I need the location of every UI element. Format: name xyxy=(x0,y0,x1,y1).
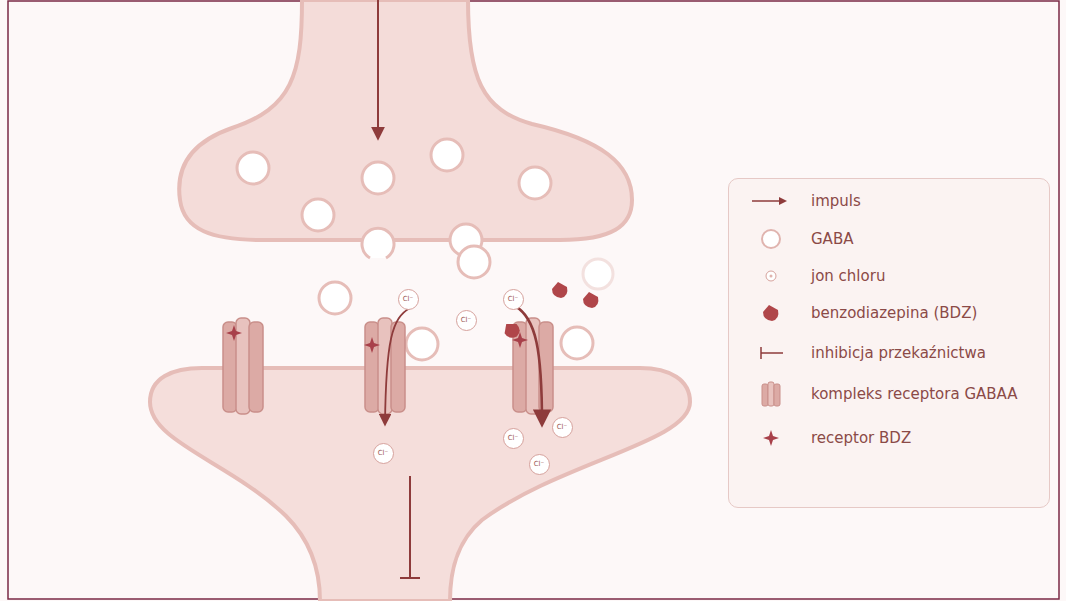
legend-row: receptor BDZ xyxy=(747,423,911,453)
legend-row: inhibicja przekaźnictwa xyxy=(747,338,986,368)
ion-symbol: Cl⁻ xyxy=(378,450,389,457)
chloride-ion: Cl⁻ xyxy=(552,417,573,438)
ion-symbol: Cl⁻ xyxy=(461,317,472,324)
legend-text: inhibicja przekaźnictwa xyxy=(811,344,986,362)
inhibition-symbol xyxy=(400,476,420,578)
ion-symbol: Cl⁻ xyxy=(557,424,568,431)
chloride-ion: Cl⁻ xyxy=(529,454,550,475)
bdz-receptor-stars xyxy=(226,325,528,353)
legend-text: kompleks receptora GABAA xyxy=(811,385,1018,403)
legend-row: impuls xyxy=(747,186,861,216)
presynaptic-terminal xyxy=(179,0,632,240)
ion-symbol: Cl⁻ xyxy=(508,435,519,442)
legend-row: benzodiazepina (BDZ) xyxy=(747,298,977,328)
legend-sample xyxy=(747,186,797,216)
gaba-vesicles xyxy=(237,139,613,360)
legend-sample xyxy=(747,379,797,409)
legend-text: jon chloru xyxy=(811,267,885,285)
legend-row: kompleks receptora GABAA xyxy=(747,379,1018,409)
ion-symbol: Cl⁻ xyxy=(508,296,519,303)
legend-sample xyxy=(747,423,797,453)
chloride-ion: Cl⁻ xyxy=(503,289,524,310)
legend-text: impuls xyxy=(811,192,861,210)
ion-symbol: Cl⁻ xyxy=(403,296,414,303)
legend-sample xyxy=(747,338,797,368)
legend-text: receptor BDZ xyxy=(811,429,911,447)
legend-sample xyxy=(747,224,797,254)
legend-sample xyxy=(747,261,797,291)
frame xyxy=(8,1,1059,599)
legend-text: GABA xyxy=(811,230,853,248)
chloride-flow-arrow xyxy=(385,308,410,424)
chloride-flow-arrow xyxy=(515,306,542,424)
legend-text: benzodiazepina (BDZ) xyxy=(811,304,977,322)
ion-symbol: Cl⁻ xyxy=(534,461,545,468)
legend-row: GABA xyxy=(747,224,853,254)
impulse-arrow xyxy=(377,0,379,138)
chloride-ion: Cl⁻ xyxy=(456,310,477,331)
chloride-ion: Cl⁻ xyxy=(503,428,524,449)
benzodiazepine-molecules xyxy=(501,282,598,341)
legend-box: impulsGABA jon chloru benzodiazepina (BDZ)… xyxy=(728,178,1050,508)
legend-row: jon chloru xyxy=(747,261,885,291)
legend-sample xyxy=(747,298,797,328)
chloride-ion: Cl⁻ xyxy=(373,443,394,464)
chloride-ion: Cl⁻ xyxy=(398,289,419,310)
